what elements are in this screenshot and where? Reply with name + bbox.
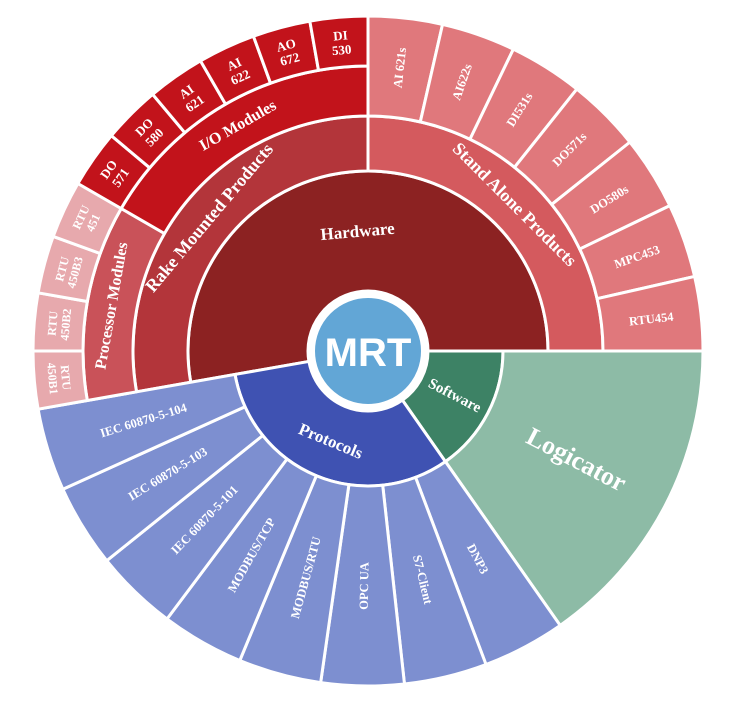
center-node[interactable]: MRT (309, 292, 427, 410)
label-di-530: DI530 (330, 27, 352, 58)
label-ao-672: AO672 (275, 35, 301, 68)
segment-di-530[interactable] (308, 14, 370, 72)
center-label: MRT (325, 331, 412, 375)
label-rtu454: RTU454 (628, 310, 675, 329)
segments-layer (31, 14, 705, 688)
label-opc-ua: OPC UA (357, 562, 372, 610)
segment-logicator[interactable] (443, 349, 705, 627)
label-rtu-450b1: RTU450B1 (44, 361, 74, 395)
label-ai-622: AI622 (222, 53, 252, 88)
label-ai-621s: AI 621s (391, 47, 409, 89)
segment-rtu454[interactable] (595, 274, 705, 353)
center-circle[interactable] (309, 292, 427, 410)
label-rtu-450b2: RTU450B2 (44, 307, 74, 341)
